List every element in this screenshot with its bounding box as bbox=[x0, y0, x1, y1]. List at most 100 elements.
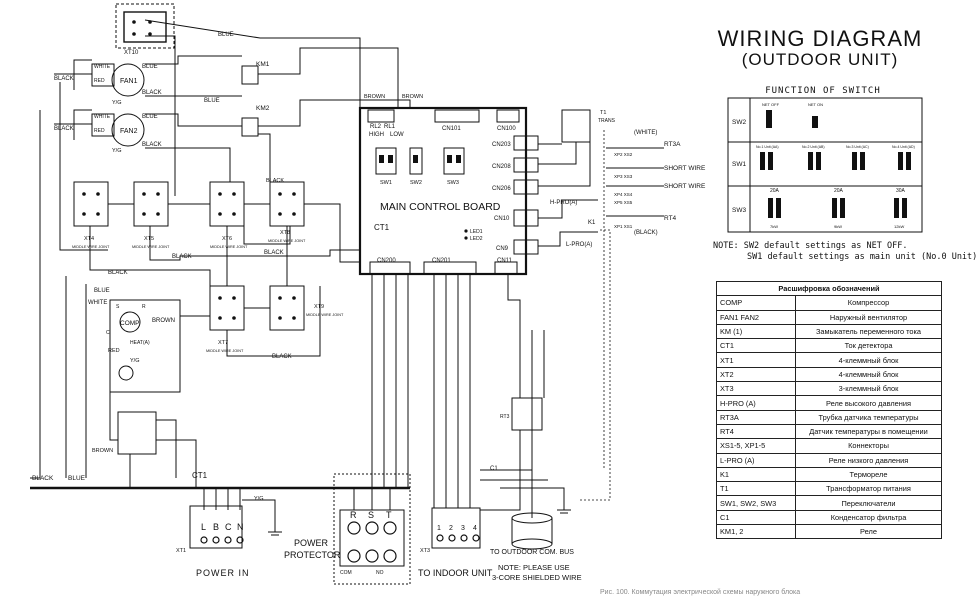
xt3-terminal bbox=[431, 507, 481, 549]
label-xp3: XP3 XS3 bbox=[614, 174, 633, 179]
label-wire-joint-xt7: MIDDLE WIRE JOINT bbox=[206, 349, 244, 353]
label-cn11: CN11 bbox=[497, 258, 513, 264]
label-pp-r: R bbox=[350, 510, 357, 520]
label-white-tag: (WHITE) bbox=[634, 130, 657, 136]
legend-description: Термореле bbox=[795, 466, 942, 483]
xt5-joint bbox=[133, 181, 169, 227]
label-board-ct1: CT1 bbox=[374, 223, 390, 232]
sw3-cap-3: 12kW bbox=[894, 224, 904, 229]
label-xt3-1: 1 bbox=[437, 525, 441, 532]
label-high: HIGH bbox=[369, 132, 384, 138]
label-cn10: CN10 bbox=[494, 216, 510, 222]
sw3-opt-2: 20A bbox=[834, 188, 844, 194]
km-contactor bbox=[117, 411, 157, 455]
label-xt1-n: N bbox=[237, 522, 244, 532]
label-rt3: RT3 bbox=[500, 414, 510, 420]
sw-row-sw3: SW3 bbox=[732, 207, 746, 214]
label-xt10: XT10 bbox=[124, 50, 139, 56]
label-xt7: XT7 bbox=[218, 340, 228, 346]
switch-table-title: FUNCTION OF SWITCH bbox=[765, 86, 881, 96]
legend-code: SW1, SW2, SW3 bbox=[716, 495, 796, 511]
xt4-joint bbox=[73, 181, 109, 227]
legend-description: Ток детектора bbox=[795, 338, 942, 354]
label-xt4: XT4 bbox=[84, 236, 94, 242]
label-power-protector-1: POWER bbox=[294, 538, 329, 548]
figure-caption: Рис. 100. Коммутация электрической схемы… bbox=[600, 589, 801, 596]
label-cn208: CN208 bbox=[492, 164, 511, 170]
label-rl1: RL1 bbox=[384, 124, 396, 130]
legend-description: Конденсатор фильтра bbox=[795, 509, 942, 526]
wire-label-yg-2: Y/G bbox=[112, 148, 121, 154]
wire-label-red-3: RED bbox=[108, 348, 120, 354]
label-rl2: RL2 bbox=[370, 124, 382, 130]
wire-label-brown-4: BROWN bbox=[92, 448, 113, 454]
label-short-wire-2: SHORT WIRE bbox=[664, 183, 706, 190]
legend-description: Реле низкого давления bbox=[795, 452, 942, 468]
label-low: LOW bbox=[390, 132, 404, 138]
wire-label-black-8: BLACK bbox=[272, 354, 292, 360]
legend-code: XT2 bbox=[716, 366, 796, 383]
wire-label-white-1: WHITE bbox=[94, 64, 111, 70]
legend-code: RT3A bbox=[716, 409, 796, 425]
label-k1: K1 bbox=[588, 220, 596, 226]
label-led2: LED2 bbox=[470, 236, 483, 242]
sw3-opt-1: 20A bbox=[770, 188, 780, 194]
legend-description: Переключатели bbox=[795, 495, 942, 511]
xt6-joint bbox=[209, 181, 245, 227]
label-sw2: SW2 bbox=[410, 180, 422, 186]
fan1-terminal bbox=[91, 63, 115, 87]
xt9-joint bbox=[269, 285, 305, 331]
sw1-opt-2: No.2 Unit (AB) bbox=[802, 145, 825, 149]
wire-label-white-2: WHITE bbox=[94, 114, 111, 120]
legend-description: Замыкатель переменного тока bbox=[795, 323, 942, 340]
cn208-connector bbox=[513, 157, 539, 173]
label-xt3-4: 4 bbox=[473, 525, 477, 532]
legend-code: RT4 bbox=[716, 423, 796, 440]
label-note-1: NOTE: PLEASE USE bbox=[498, 563, 570, 572]
legend-code: XT3 bbox=[716, 381, 796, 397]
sw2-opt-net-on: NET ON bbox=[808, 102, 823, 107]
legend-code: T1 bbox=[716, 481, 796, 497]
label-cn200: CN200 bbox=[377, 258, 396, 264]
label-heat: HEAT(A) bbox=[130, 340, 150, 346]
legend-description: Трансформатор питания bbox=[795, 481, 942, 497]
label-com: COM bbox=[340, 570, 352, 576]
sw-row-sw1: SW1 bbox=[732, 161, 746, 168]
label-lpro: L-PRO(A) bbox=[566, 242, 592, 248]
label-black-tag: (BLACK) bbox=[634, 230, 658, 236]
cn11-connector bbox=[494, 261, 518, 275]
sw3-cap-2: 9kW bbox=[834, 224, 842, 229]
wire-label-black-3: BLACK bbox=[54, 76, 74, 82]
xt7-joint bbox=[209, 285, 245, 331]
switch-note-line-2: SW1 default settings as main unit (No.0 … bbox=[747, 252, 978, 262]
legend-description: Датчик температуры в помещении bbox=[795, 423, 942, 440]
legend-code: FAN1 FAN2 bbox=[716, 309, 796, 325]
sw2-dip bbox=[409, 147, 423, 175]
fan2-terminal bbox=[91, 113, 115, 137]
label-comp-c: C bbox=[106, 330, 110, 336]
label-trans: TRANS bbox=[598, 118, 616, 124]
fan2-symbol bbox=[111, 113, 145, 147]
wire-label-yg-4: Y/G bbox=[254, 496, 263, 502]
wire-label-white-3: WHITE bbox=[88, 300, 107, 306]
legend-description: 4-клеммный блок bbox=[795, 352, 942, 368]
label-wire-joint-xt4: MIDDLE WIRE JOINT bbox=[72, 245, 110, 249]
wire-label-black-5: BLACK bbox=[172, 254, 192, 260]
label-sw3: SW3 bbox=[447, 180, 459, 186]
wire-label-black-10: BLACK bbox=[266, 178, 284, 184]
wire-label-black-6: BLACK bbox=[264, 250, 284, 256]
label-power-in: POWER IN bbox=[196, 568, 250, 578]
wire-label-black-9: BLACK bbox=[32, 475, 54, 482]
label-cn203: CN203 bbox=[492, 142, 511, 148]
label-xp5: XP5 XS5 bbox=[614, 200, 633, 205]
label-xt1-l: L bbox=[201, 522, 206, 532]
label-xt5: XT5 bbox=[144, 236, 154, 242]
label-comp-s: S bbox=[116, 304, 120, 310]
wire-label-blue-2: BLUE bbox=[142, 64, 158, 70]
